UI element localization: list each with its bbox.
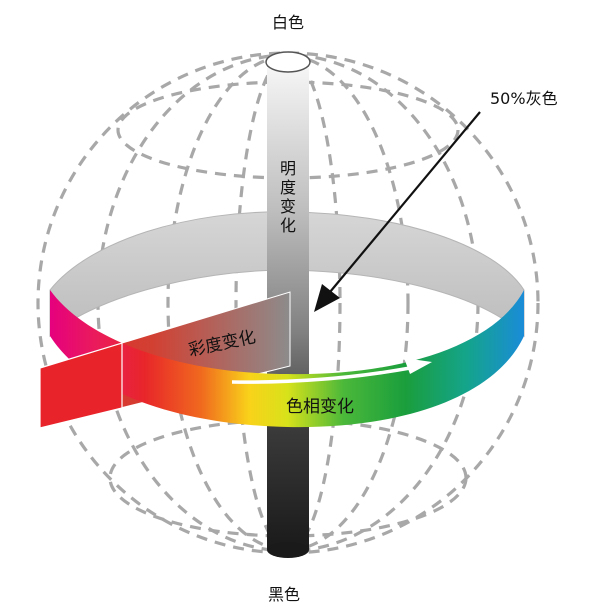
sphere-outline	[36, 51, 540, 555]
pole-bottom-cap	[267, 542, 309, 558]
black-label: 黑色	[268, 585, 300, 604]
white-label: 白色	[272, 13, 304, 32]
lightness-char-1: 明	[280, 159, 296, 178]
gray50-label: 50%灰色	[490, 89, 558, 108]
hue-ring-front	[50, 290, 524, 428]
hue-arrow	[231, 358, 432, 384]
gray50-pointer-arrow	[314, 111, 481, 312]
pole-top-cap	[265, 51, 311, 73]
meridian-mid	[166, 54, 410, 552]
watermark: 知乎 @李洪运	[487, 579, 582, 597]
saturation-plane-front	[39, 342, 123, 429]
lightness-char-2: 度	[280, 178, 296, 197]
lightness-char-3: 变	[280, 197, 296, 216]
lightness-label: 明 度 变 化	[280, 159, 296, 235]
hue-label: 色相变化	[286, 397, 354, 417]
lightness-char-4: 化	[280, 216, 296, 235]
